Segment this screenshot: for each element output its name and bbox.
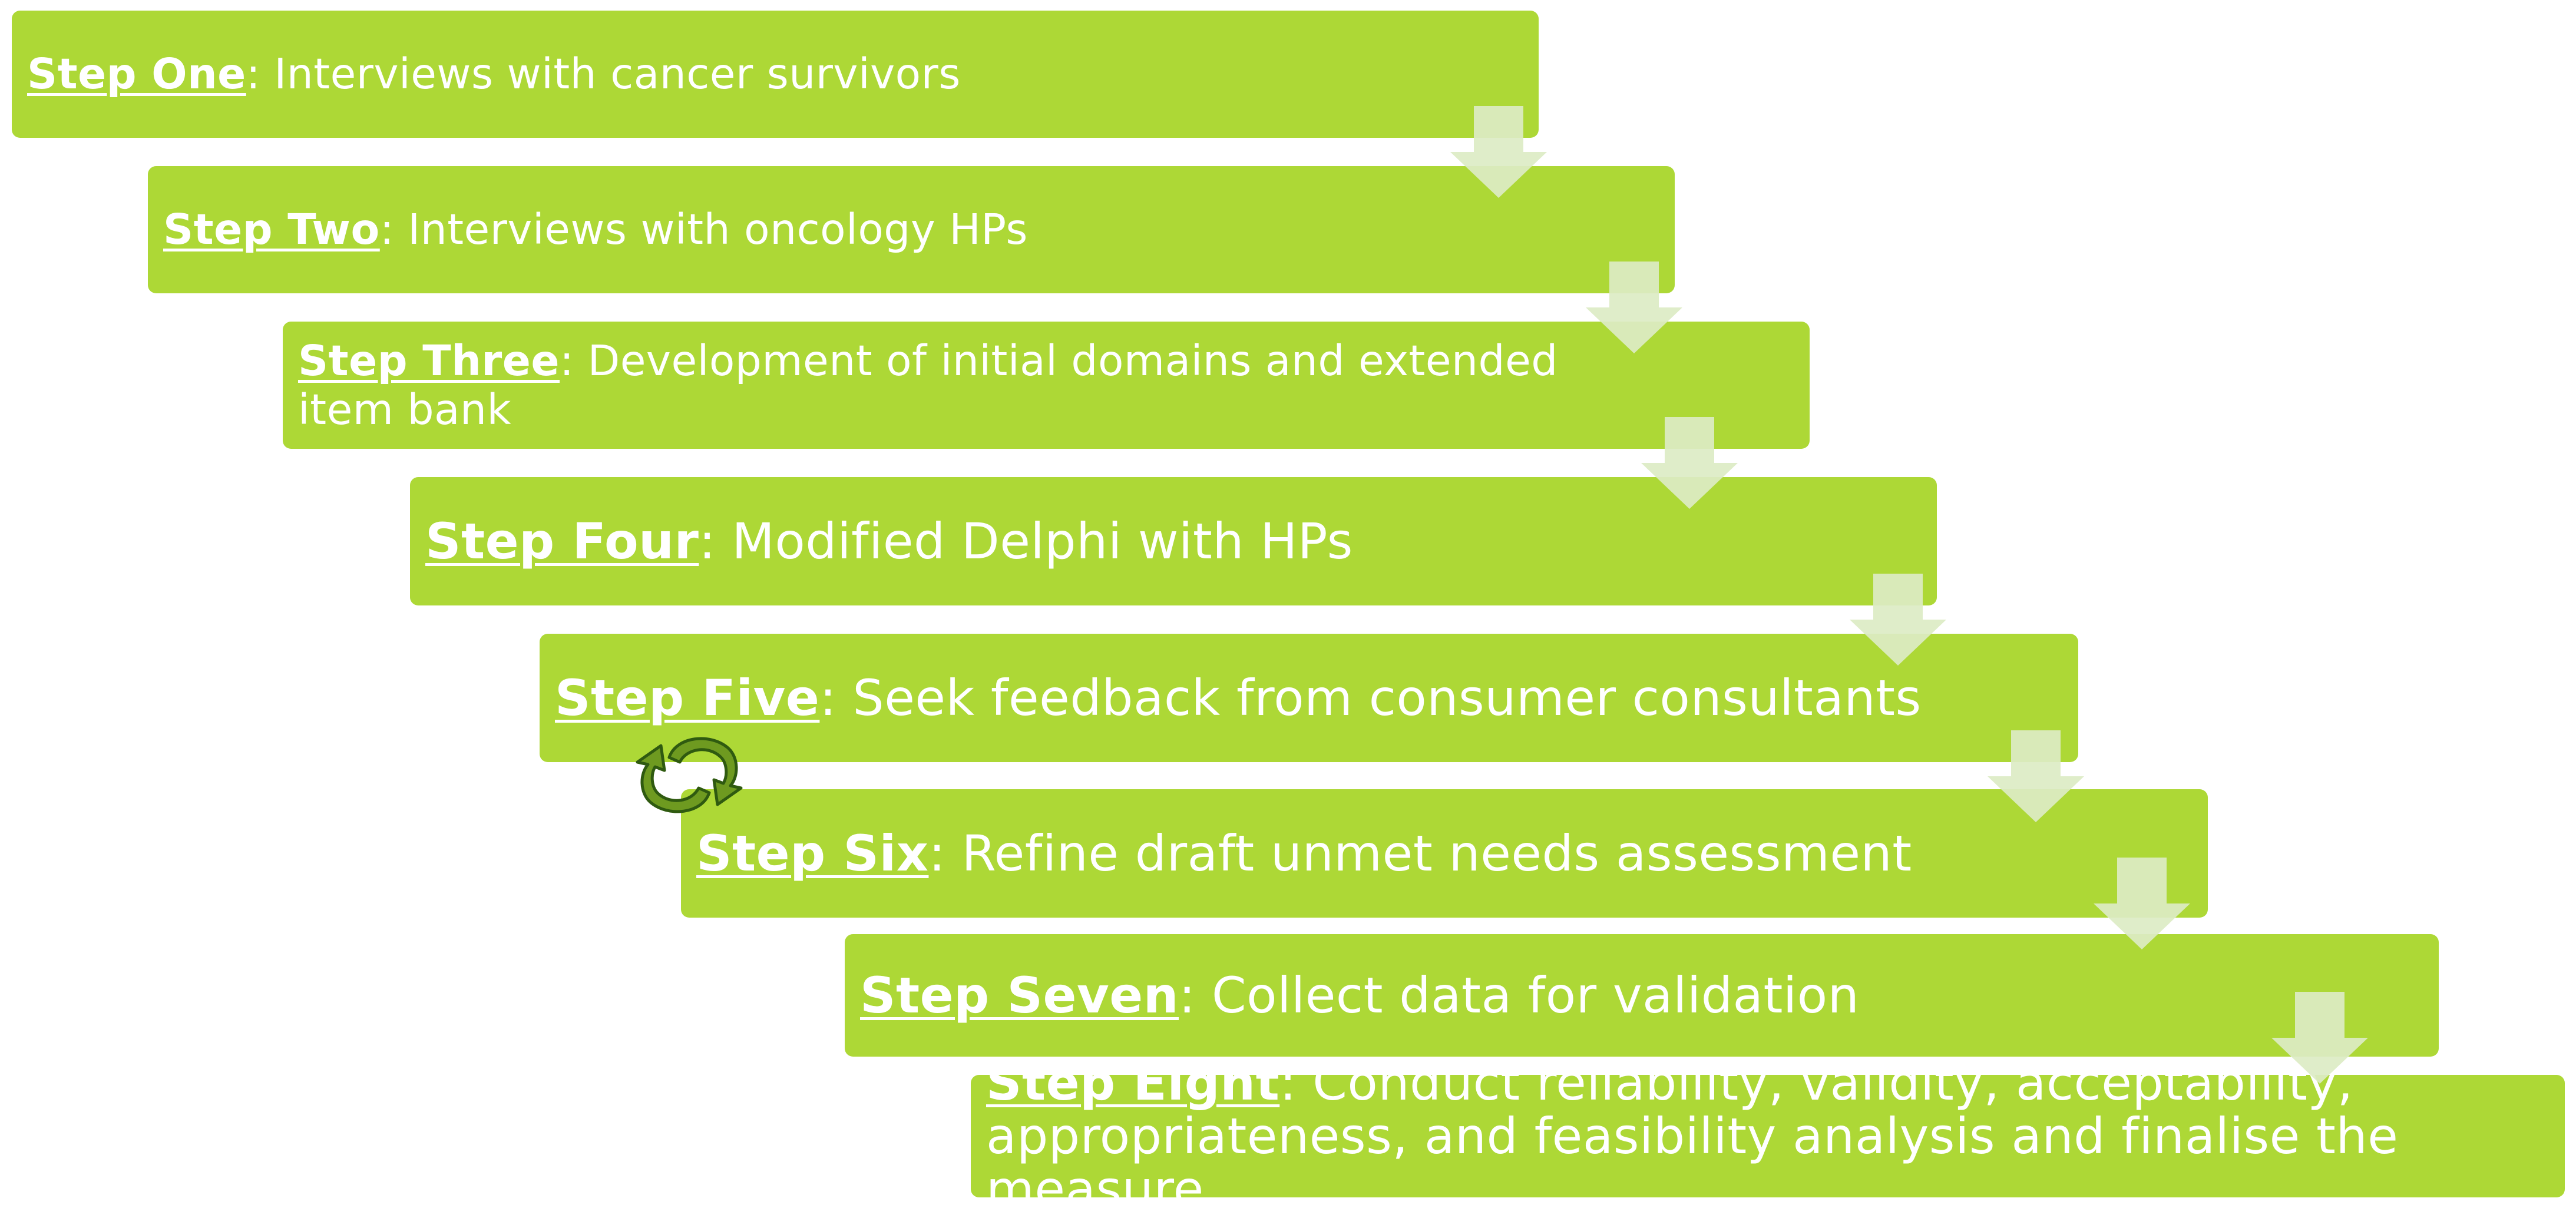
step-eight-description: : Conduct reliability, validity, accepta… [1279, 1053, 2353, 1111]
step-two-label: Step Two [163, 205, 380, 254]
step-three-label: Step Three [298, 336, 560, 385]
down-arrow-icon [1450, 106, 1547, 198]
step-seven-box: Step Seven: Collect data for validation [845, 934, 2439, 1057]
down-arrow-icon [1586, 262, 1682, 353]
step-four-text: Step Four: Modified Delphi with HPs [425, 512, 1353, 570]
step-three-box: Step Three: Development of initial domai… [283, 322, 1810, 449]
step-one-text: Step One: Interviews with cancer survivo… [27, 49, 961, 98]
refresh-cycle-icon [636, 737, 743, 813]
step-seven-label: Step Seven [860, 966, 1179, 1024]
down-arrow-icon [1641, 417, 1738, 509]
step-five-text: Step Five: Seek feedback from consumer c… [555, 671, 1922, 725]
step-four-label: Step Four [425, 512, 699, 570]
step-three-description: : Development of initial domains and ext… [560, 336, 1558, 385]
step-two-box: Step Two: Interviews with oncology HPs [148, 166, 1675, 293]
step-two-text: Step Two: Interviews with oncology HPs [163, 205, 1028, 254]
step-five-label: Step Five [555, 668, 820, 727]
step-three-description-line-2: item bank [298, 385, 512, 434]
step-seven-description: : Collect data for validation [1179, 966, 1860, 1024]
step-three-text: Step Three: Development of initial domai… [298, 336, 1558, 434]
step-eight-text: Step Eight: Conduct reliability, validit… [986, 1056, 2549, 1216]
step-six-label: Step Six [696, 824, 929, 882]
step-six-description: : Refine draft unmet needs assessment [928, 824, 1912, 882]
step-two-description: : Interviews with oncology HPs [379, 205, 1028, 254]
down-arrow-icon [1850, 574, 1946, 666]
step-five-description: : Seek feedback from consumer consultant… [819, 668, 1922, 727]
step-eight-box: Step Eight: Conduct reliability, validit… [971, 1056, 2565, 1216]
step-seven-text: Step Seven: Collect data for validation [860, 966, 1860, 1024]
down-arrow-icon [2271, 992, 2368, 1084]
step-one-box: Step One: Interviews with cancer survivo… [12, 11, 1539, 138]
step-four-description: : Modified Delphi with HPs [699, 512, 1353, 570]
step-one-description: : Interviews with cancer survivors [246, 49, 961, 99]
step-eight-label: Step Eight [986, 1053, 1280, 1111]
step-eight-description-line-2: appropriateness, and feasibility analysi… [986, 1107, 2399, 1218]
step-six-text: Step Six: Refine draft unmet needs asses… [696, 824, 1912, 882]
step-one-label: Step One [27, 49, 246, 99]
down-arrow-icon [2094, 858, 2190, 949]
step-five-box: Step Five: Seek feedback from consumer c… [540, 634, 2078, 762]
down-arrow-icon [1988, 730, 2084, 822]
step-six-box: Step Six: Refine draft unmet needs asses… [681, 789, 2208, 918]
